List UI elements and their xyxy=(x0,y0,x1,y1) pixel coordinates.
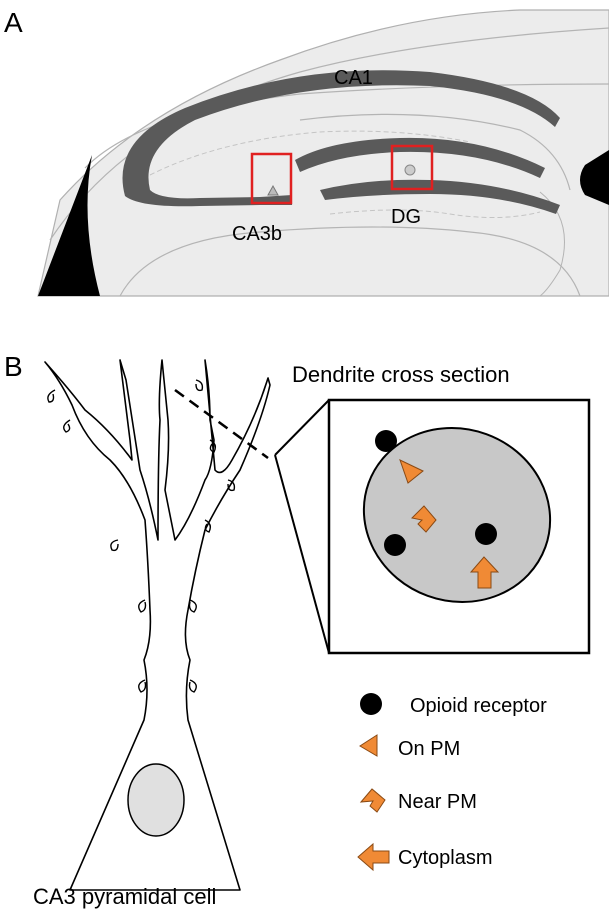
panel-a: A CA1 CA3b DG xyxy=(4,7,609,297)
receptor-dot-3 xyxy=(475,523,497,545)
dendrite-spines-left xyxy=(47,389,119,552)
legend-label-opioid-receptor: Opioid receptor xyxy=(410,695,547,717)
legend-label-near-pm: Near PM xyxy=(398,791,477,813)
nucleus xyxy=(127,763,185,837)
legend-label-on-pm: On PM xyxy=(398,738,460,760)
inset-title: Dendrite cross section xyxy=(292,362,510,387)
dendrite-spines-right xyxy=(195,379,236,533)
pyramidal-cell-outline xyxy=(44,359,271,891)
inset-connector-top xyxy=(274,399,330,456)
dg-lower-blade xyxy=(320,179,560,214)
legend-on-pm-icon xyxy=(359,734,378,757)
dg-highlight-box xyxy=(390,144,434,191)
ca1-label: CA1 xyxy=(334,67,373,89)
right-ventricle xyxy=(580,150,609,205)
cross-section-cut-line xyxy=(174,388,269,460)
inner-outline-1 xyxy=(149,130,471,176)
callosum-outline xyxy=(84,83,609,169)
inner-outline-2 xyxy=(329,209,541,219)
dg-upper-blade xyxy=(295,137,545,178)
ca-cell-layer xyxy=(122,70,560,207)
receptor-dot-1 xyxy=(375,430,397,452)
cytoplasm-marker-icon xyxy=(469,556,500,589)
receptor-dot-2 xyxy=(384,534,406,556)
panel-b: B Dendrite cross section Opioid receptor xyxy=(4,351,591,909)
panel-a-letter: A xyxy=(4,7,23,38)
dg-label: DG xyxy=(391,206,421,228)
left-ventricle xyxy=(38,155,100,296)
dg-marker-icon xyxy=(404,164,416,176)
legend: Opioid receptor On PM Near PM Cytoplasm xyxy=(357,693,547,872)
near-pm-marker-icon xyxy=(410,505,437,533)
fissure-outline xyxy=(299,113,571,191)
panel-b-letter: B xyxy=(4,351,23,382)
ca3b-label: CA3b xyxy=(232,223,282,245)
soma-spines xyxy=(138,599,197,693)
legend-near-pm-icon xyxy=(359,788,386,813)
ventral-outline xyxy=(119,226,581,297)
legend-cytoplasm-icon xyxy=(357,842,390,872)
ca3b-marker-icon xyxy=(267,184,279,196)
cell-caption: CA3 pyramidal cell xyxy=(33,884,216,909)
on-pm-marker-icon xyxy=(399,459,424,484)
legend-receptor-icon xyxy=(360,693,382,715)
ca3b-highlight-box xyxy=(250,152,293,205)
inset-connector-bottom xyxy=(274,454,330,654)
cortex-outline xyxy=(49,27,609,241)
legend-label-cytoplasm: Cytoplasm xyxy=(398,847,492,869)
